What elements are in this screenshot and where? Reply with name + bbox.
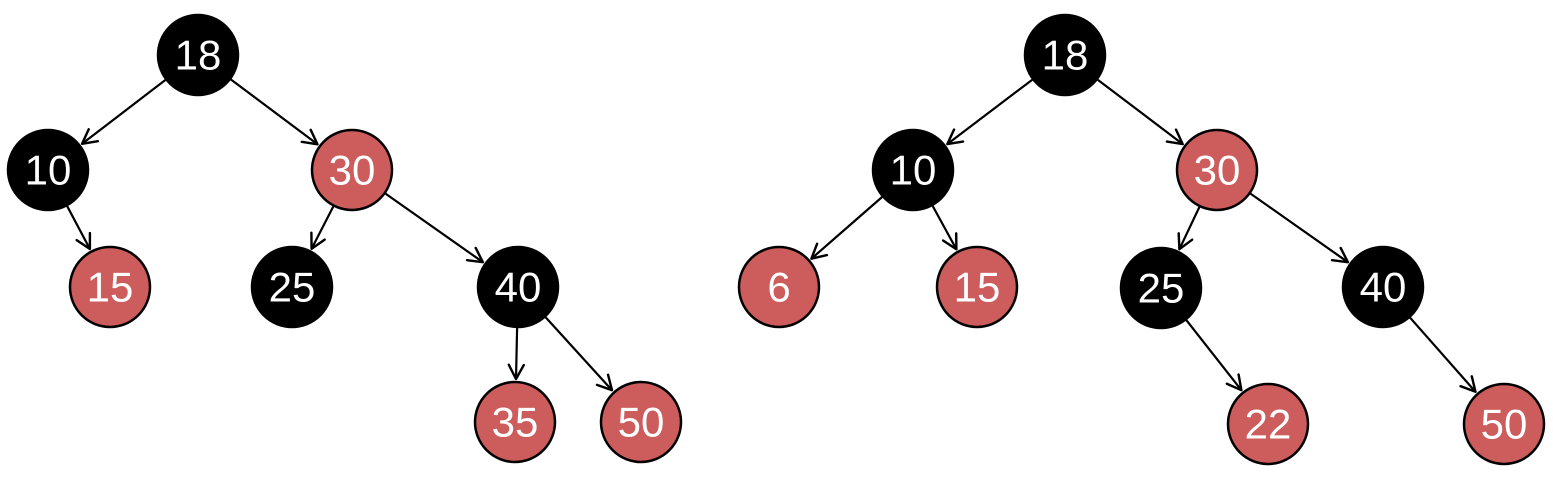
edge-18-10 <box>946 78 1033 146</box>
edge-18-30 <box>1097 78 1184 146</box>
tree-node-40-black <box>476 245 560 329</box>
edge-18-30 <box>230 78 319 146</box>
edge-10-6 <box>810 196 883 260</box>
edge-40-35 <box>507 327 525 381</box>
tree-node-15-red <box>68 245 152 329</box>
edge-30-40 <box>1249 192 1350 264</box>
tree-node-35-red <box>473 380 557 464</box>
edge-25-22 <box>1185 319 1243 392</box>
edge-40-50 <box>1409 316 1477 394</box>
tree-node-50-red <box>1462 382 1546 466</box>
edge-30-40 <box>384 192 485 264</box>
tree-node-15-red <box>935 245 1019 329</box>
tree-node-25-black <box>250 245 334 329</box>
tree-node-18-black <box>156 13 240 97</box>
tree-node-10-black <box>871 128 955 212</box>
edge-10-15 <box>931 205 958 251</box>
edge-10-15 <box>66 205 92 251</box>
tree-node-6-red <box>737 245 821 329</box>
tree-node-30-red <box>1175 128 1259 212</box>
tree-node-22-red <box>1226 382 1310 466</box>
tree-node-50-red <box>599 380 683 464</box>
edge-30-25 <box>310 205 335 250</box>
edge-40-50 <box>544 316 614 392</box>
tree-node-10-black <box>6 128 90 212</box>
tree-node-30-red <box>310 128 394 212</box>
tree-node-18-black <box>1023 13 1107 97</box>
edge-18-10 <box>80 79 167 146</box>
edge-30-25 <box>1177 206 1201 251</box>
tree-node-40-black <box>1341 245 1425 329</box>
tree-node-25-black <box>1119 246 1203 330</box>
